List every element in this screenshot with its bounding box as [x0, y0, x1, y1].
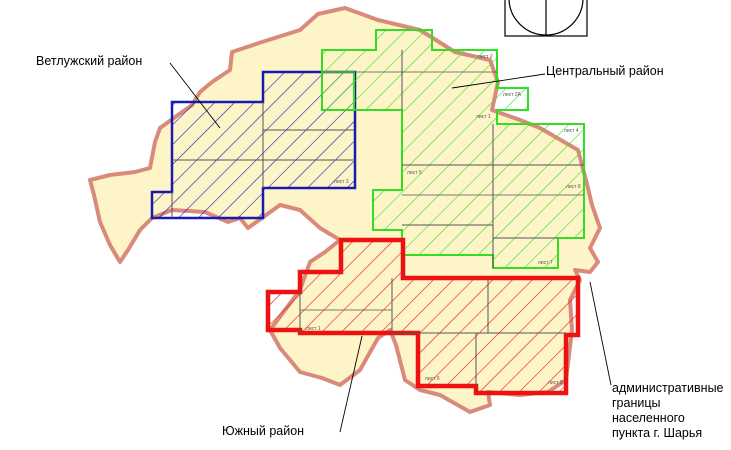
south-district: лист 1 лист 6 лист 8	[265, 237, 581, 396]
callout-central: Центральный район	[546, 64, 664, 78]
boundary-line-2: границы	[612, 396, 661, 410]
central-district: лист 2 лист 2А лист 1 лист 4 лист 5 лист…	[321, 29, 585, 269]
sheet-label-2: лист 2	[478, 54, 493, 60]
sheet-label-6: лист 6	[425, 376, 440, 382]
sheet-label-1s: лист 1	[306, 326, 321, 332]
sheet-label-3: лист 3	[334, 179, 349, 185]
sheet-label-4: лист 4	[564, 128, 579, 134]
compass-symbol	[504, 0, 588, 37]
boundary-line-1: административные	[612, 381, 724, 395]
sheet-label-5: лист 5	[407, 170, 422, 176]
sheet-label-1c: лист 1	[476, 114, 491, 120]
callout-boundary: административные границы населенного пун…	[612, 381, 731, 441]
vetluzhsky-district: лист 3	[150, 70, 357, 220]
leader-lines	[169, 62, 612, 433]
callout-south: Южный район	[222, 424, 305, 438]
callout-vetluzhsky: Ветлужский район	[36, 54, 143, 68]
sheet-label-2a: лист 2А	[503, 92, 522, 98]
sheet-label-8: лист 8	[566, 184, 581, 190]
sheet-label-7: лист 7	[538, 260, 553, 266]
boundary-line-3: населенного	[612, 411, 685, 425]
sheet-label-8s: лист 8	[548, 380, 563, 386]
boundary-line-4: пункта г. Шарья	[612, 426, 703, 440]
